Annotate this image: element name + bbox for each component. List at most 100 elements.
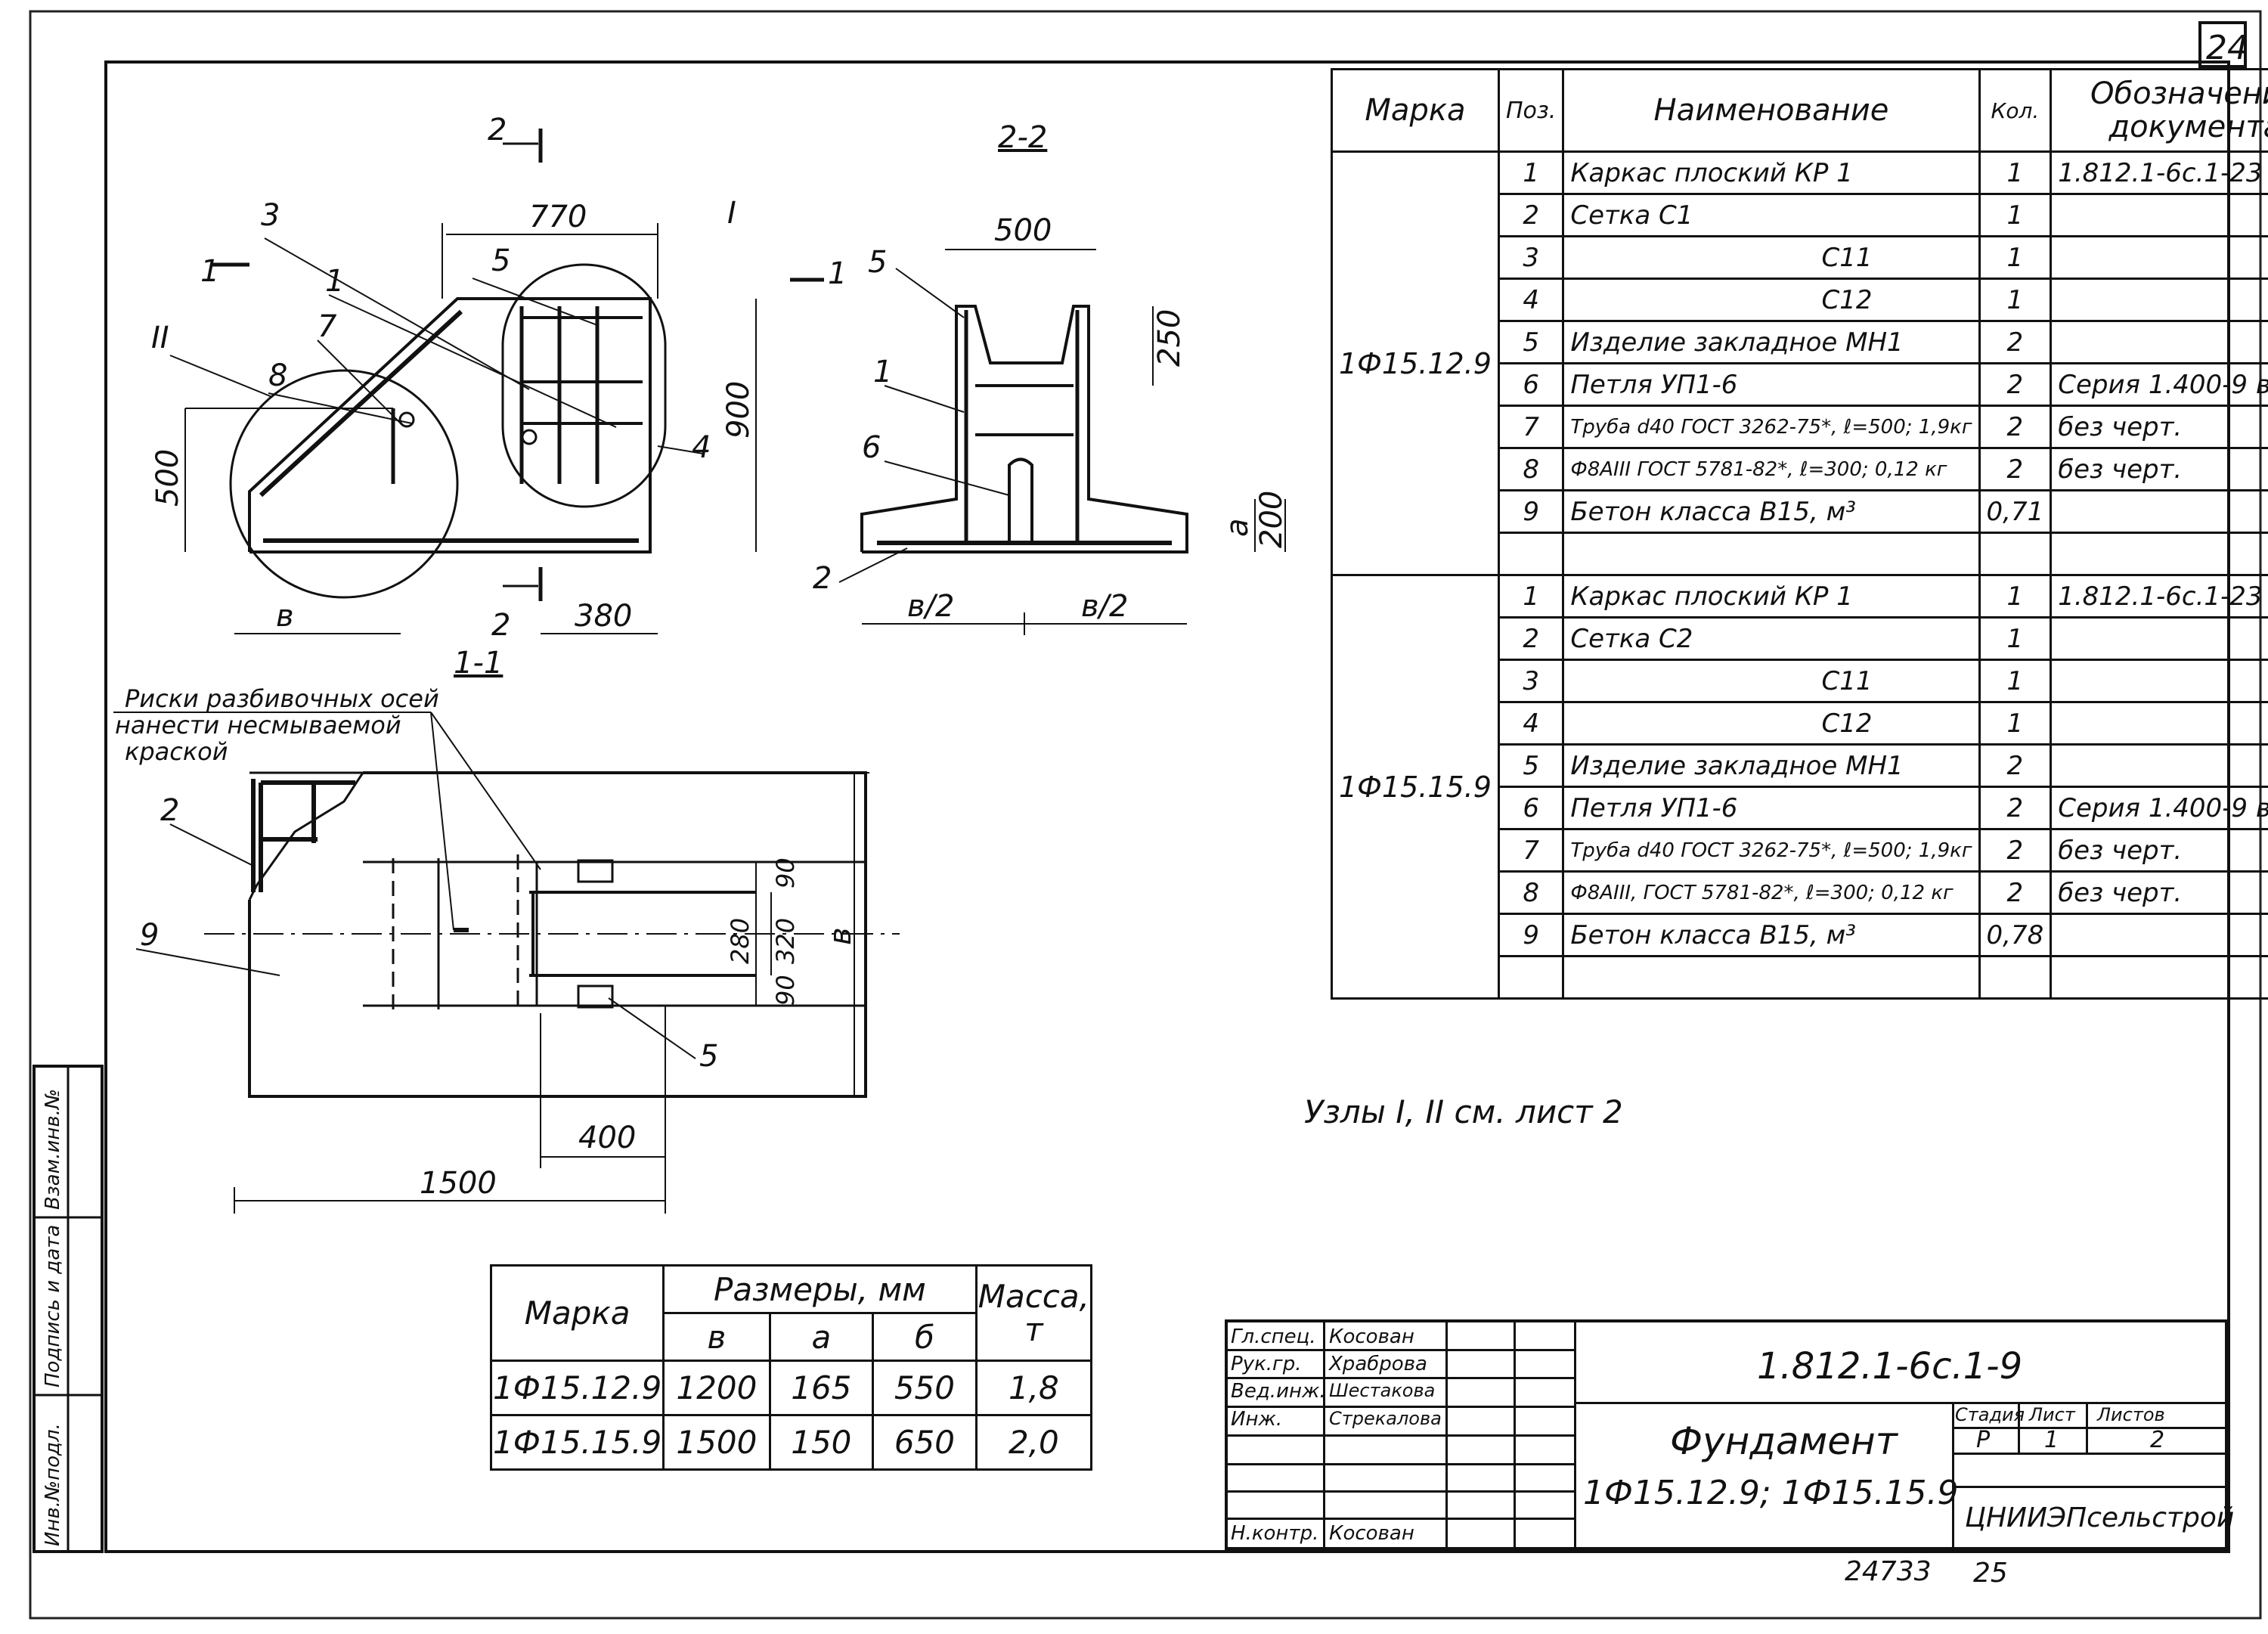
spec-header-mark: Марка xyxy=(1331,68,1500,153)
spec-header-pos: Поз. xyxy=(1497,68,1565,153)
pos-label-5-s11: 5 xyxy=(699,1039,718,1074)
dim-500-h: 500 xyxy=(994,213,1052,248)
spec-cell-qty: 1 xyxy=(1978,659,2053,703)
spec-cell-pos: 3 xyxy=(1497,659,1565,703)
spec-cell-doc xyxy=(2050,532,2268,576)
dims-header-sizes: Размеры, мм xyxy=(662,1264,978,1314)
stamp-signature: Подпись и дата xyxy=(42,1225,64,1388)
spec-cell-qty: 2 xyxy=(1978,786,2053,830)
tb-role-1: Рук.гр. xyxy=(1231,1353,1302,1375)
dim-b-half-right: в/2 xyxy=(1081,589,1129,624)
pos-label-2-s22: 2 xyxy=(813,561,832,596)
spec-cell-name: Петля УП1-6 xyxy=(1562,786,1981,830)
spec-cell-qty: 2 xyxy=(1978,870,2053,915)
view-section-1-1 xyxy=(113,712,900,1214)
spec-cell-doc: -39 xyxy=(2050,743,2268,788)
pos-label-2-s11: 2 xyxy=(160,793,179,828)
spec-cell-doc xyxy=(2050,489,2268,534)
stamp-inv-podl: Инв.№подл. xyxy=(42,1423,64,1546)
tb-name-3: Стрекалова xyxy=(1329,1408,1442,1429)
spec-cell-qty: 0,78 xyxy=(1978,913,2053,957)
spec-cell-name: Каркас плоский КР 1 xyxy=(1562,574,1981,619)
spec-cell-pos: 2 xyxy=(1497,616,1565,661)
spec-cell-qty: 2 xyxy=(1978,447,2053,491)
pos-label-8: 8 xyxy=(268,358,287,393)
dims-cell-mass: 1,8 xyxy=(974,1360,1093,1416)
dim-250: 250 xyxy=(1152,309,1187,367)
spec-cell-name: Сетка С1 xyxy=(1562,193,1981,237)
spec-cell-name: С12 xyxy=(1562,701,1981,746)
tb-stage-header: Стадия xyxy=(1955,1404,2025,1425)
spec-cell-name: Каркас плоский КР 1 xyxy=(1562,150,1981,195)
spec-cell-doc: Серия 1.400-9 вып.1 xyxy=(2050,362,2268,407)
spec-cell-name: Бетон класса В15, м³ xyxy=(1562,489,1981,534)
spec-cell-name: С11 xyxy=(1562,659,1981,703)
spec-cell-doc: -38 xyxy=(2050,278,2268,322)
spec-cell-pos: 5 xyxy=(1497,743,1565,788)
dim-b-vertical: в xyxy=(823,927,858,945)
spec-cell-pos: 7 xyxy=(1497,405,1565,449)
title-block: Гл.спец. Рук.гр. Вед.инж. Инж. Н.контр. … xyxy=(1225,1319,2234,1550)
spec-cell-pos: 7 xyxy=(1497,828,1565,873)
spec-cell-doc: без черт. xyxy=(2050,405,2268,449)
pos-label-9-s11: 9 xyxy=(140,918,159,953)
spec-cell-pos: 6 xyxy=(1497,362,1565,407)
dims-header-row: Марка Размеры, мм Масса, т xyxy=(489,1264,1093,1362)
spec-cell-doc: -38 xyxy=(2050,701,2268,746)
dims-cell-mass: 2,0 xyxy=(974,1414,1093,1471)
footer-page-number: 25 xyxy=(1973,1558,2008,1589)
dim-90-top: 90 xyxy=(771,857,800,888)
dim-1500: 1500 xyxy=(420,1166,497,1201)
spec-cell-name: Изделие закладное МН1 xyxy=(1562,743,1981,788)
dimensions-table: Марка Размеры, мм Масса, т в а б 1Ф15.12… xyxy=(489,1264,1093,1471)
spec-cell-qty: 2 xyxy=(1978,362,2053,407)
dim-90-bottom: 90 xyxy=(771,975,800,1006)
spec-cell-mark: 1Ф15.15.9 xyxy=(1331,574,1500,1000)
tb-stage: Р xyxy=(1976,1427,1991,1453)
spec-cell-doc: -37 xyxy=(2050,235,2268,280)
spec-cell-qty: 2 xyxy=(1978,405,2053,449)
spec-cell-qty: 1 xyxy=(1978,574,2053,619)
dims-sub-bb: б xyxy=(872,1312,978,1362)
dims-cell-bb: 550 xyxy=(872,1360,978,1416)
tb-role-7: Н.контр. xyxy=(1231,1522,1319,1545)
section-mark-1-left: 1 xyxy=(200,254,219,289)
spec-cell-pos: 2 xyxy=(1497,193,1565,237)
dims-cell-a: 150 xyxy=(768,1414,875,1471)
spec-cell-qty: 1 xyxy=(1978,193,2053,237)
tb-sheets: 2 xyxy=(2150,1427,2165,1453)
tb-subtitle: 1Ф15.12.9; 1Ф15.15.9 xyxy=(1583,1474,1959,1512)
view-section-1-1-labels: 1-1 Риски разбивочных осей нанести несмы… xyxy=(115,646,858,1201)
spec-cell-doc xyxy=(2050,913,2268,957)
spec-cell-doc: -37 xyxy=(2050,659,2268,703)
spec-cell-doc: -35 xyxy=(2050,193,2268,237)
spec-cell-name xyxy=(1562,532,1981,576)
dim-280: 280 xyxy=(726,918,754,964)
specification-table: Марка Поз. Наименование Кол. Обозначение… xyxy=(1331,68,2268,1000)
dims-row: 1Ф15.15.9 1500 150 650 2,0 xyxy=(489,1414,1093,1471)
spec-cell-name: Изделие закладное МН1 xyxy=(1562,320,1981,364)
section-mark-1-right: 1 xyxy=(828,256,847,291)
section-mark-2-bottom: 2 xyxy=(491,608,510,643)
spec-cell-pos: 1 xyxy=(1497,574,1565,619)
sheet-number: 24 xyxy=(2206,29,2248,67)
stamp-vzam: Взам.инв.№ xyxy=(42,1089,64,1210)
side-stamp: Инв.№подл. Подпись и дата Взам.инв.№ xyxy=(33,1065,104,1553)
sheet-number-box xyxy=(2198,21,2247,68)
tb-name-0: Косован xyxy=(1329,1325,1414,1348)
dims-subheader-row: в а б xyxy=(491,1312,1092,1362)
tb-sheet: 1 xyxy=(2044,1427,2059,1453)
spec-cell-doc: -35 xyxy=(2050,616,2268,661)
spec-cell-pos: 9 xyxy=(1497,489,1565,534)
pos-label-5-s22: 5 xyxy=(868,245,887,280)
tb-name-2: Шестакова xyxy=(1329,1380,1436,1401)
view-elevation-labels: 2 2 1 1 I II 3 1 5 7 8 4 770 900 500 380… xyxy=(150,113,847,643)
dim-200: 200 xyxy=(1254,491,1289,548)
spec-cell-doc: без черт. xyxy=(2050,870,2268,915)
